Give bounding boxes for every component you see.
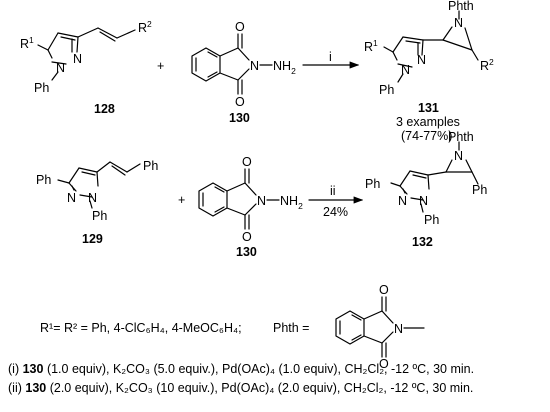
carbonyl-o-top: O xyxy=(235,20,245,34)
phth-label-131: Phth xyxy=(448,0,474,13)
reagent-ii-label: ii xyxy=(330,184,336,198)
carbonyl-o-bottom-b: O xyxy=(242,230,252,244)
compound-131-label: 131 xyxy=(418,101,439,115)
plus-sign-1: + xyxy=(157,59,164,73)
compound-130-label-top: 130 xyxy=(229,111,250,125)
phth-definition: Phth = xyxy=(273,321,310,335)
n-phenyl-label-132: Ph xyxy=(424,213,439,227)
phth-n-label: N xyxy=(394,322,403,336)
condition-i-text: (1.0 equiv), K₂CO₃ (5.0 equiv.), Pd(OAc)… xyxy=(46,362,475,376)
ph-styryl-label-129: Ph xyxy=(143,159,158,173)
compound-132-label: 132 xyxy=(412,235,433,249)
nh2-label-b: NH2 xyxy=(280,194,303,211)
condition-i-tag: (i) xyxy=(8,362,20,376)
carbonyl-o-top-b: O xyxy=(242,155,252,169)
compound-128-label: 128 xyxy=(94,102,115,116)
ph-3-label-132: Ph xyxy=(365,177,380,191)
compound-129-structure xyxy=(57,161,141,209)
phth-label-132: Phth xyxy=(448,130,474,144)
r2-label-131: R2 xyxy=(480,57,494,73)
ph-3-label-129: Ph xyxy=(36,173,51,187)
nh2-label: NH2 xyxy=(273,59,296,76)
n1-label-132: N xyxy=(419,194,428,208)
n2-label: N xyxy=(73,52,82,66)
n1-label: N xyxy=(56,61,65,75)
condition-ii-tag: (ii) xyxy=(8,381,22,395)
n-phenyl-label: Ph xyxy=(34,81,49,95)
n-phenyl-label-131: Ph xyxy=(379,83,394,97)
n2-label-132: N xyxy=(398,194,407,208)
n-phenyl-label-129: Ph xyxy=(92,209,107,223)
n1-label-131: N xyxy=(401,63,410,77)
yield-examples: 3 examples xyxy=(396,115,460,129)
condition-i-compound: 130 xyxy=(22,362,44,376)
reagent-i-label: i xyxy=(329,50,332,64)
n2-label-129: N xyxy=(67,191,76,205)
phthalimido-structure xyxy=(335,296,425,358)
n1-label-129: N xyxy=(88,191,97,205)
compound-130-label-bottom: 130 xyxy=(236,245,257,259)
imide-n-label: N xyxy=(250,59,259,73)
conditions-footnote: (i) 130 (1.0 equiv), K₂CO₃ (5.0 equiv.),… xyxy=(8,360,548,398)
aziridine-n-label-132: N xyxy=(454,149,463,163)
carbonyl-o-bottom: O xyxy=(235,95,245,109)
condition-ii: (ii) 130 (2.0 equiv), K₂CO₃ (10 equiv.),… xyxy=(8,379,548,398)
r2-label: R2 xyxy=(138,19,152,35)
compound-130-structure xyxy=(191,33,273,95)
r-definition: R¹= R² = Ph, 4-ClC₆H₄, 4-MeOC₆H₄; xyxy=(40,321,242,335)
plus-sign-2: + xyxy=(178,193,185,207)
yield-range: (74-77%) xyxy=(401,129,452,143)
yield-24-label: 24% xyxy=(323,205,348,219)
condition-ii-compound: 130 xyxy=(25,381,47,395)
condition-ii-text: (2.0 equiv), K₂CO₃ (10 equiv.), Pd(OAc)₄… xyxy=(49,381,474,395)
phth-o-bottom: O xyxy=(379,357,389,371)
imide-n-label-b: N xyxy=(257,194,266,208)
r1-label: R1 xyxy=(20,35,34,51)
compound-130-structure-bottom xyxy=(198,168,280,230)
phth-o-top: O xyxy=(379,283,389,297)
condition-i: (i) 130 (1.0 equiv), K₂CO₃ (5.0 equiv.),… xyxy=(8,360,548,379)
aziridine-n-label: N xyxy=(454,16,463,30)
compound-132-structure xyxy=(390,141,479,213)
r1-label-131: R1 xyxy=(364,38,378,54)
ph-aziridine-label-132: Ph xyxy=(472,183,487,197)
compound-128-structure xyxy=(37,27,136,81)
compound-131-structure xyxy=(383,10,479,83)
compound-129-label: 129 xyxy=(82,232,103,246)
n2-label-131: N xyxy=(417,53,426,67)
